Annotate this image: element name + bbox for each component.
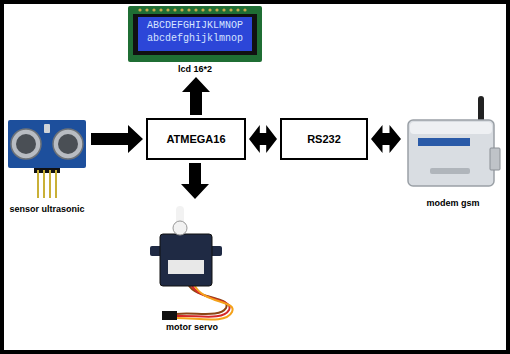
pin-hole bbox=[166, 8, 169, 11]
servo-sticker bbox=[168, 260, 204, 274]
box-text-group: RS232 bbox=[307, 133, 341, 145]
block-arrow bbox=[91, 125, 143, 153]
block-arrow bbox=[181, 163, 209, 199]
pin-hole bbox=[201, 8, 204, 11]
process-box: RS232 bbox=[280, 118, 368, 160]
lcd-module bbox=[128, 6, 262, 62]
screen-text: ABCDEFGHIJKLMNOP bbox=[128, 20, 262, 32]
servo-hub bbox=[173, 221, 187, 235]
sensor-pin bbox=[55, 170, 57, 198]
lcd-pins bbox=[138, 8, 246, 11]
sensor-pin bbox=[37, 170, 39, 198]
box-label: ATMEGA16 bbox=[166, 133, 225, 145]
lcd-board bbox=[128, 6, 262, 62]
servo-connector bbox=[162, 311, 177, 320]
servo-motor bbox=[150, 210, 233, 320]
sensor-pin bbox=[49, 170, 51, 198]
servo-node: motor servo bbox=[140, 202, 244, 332]
servo-wire bbox=[176, 284, 227, 314]
crystal bbox=[44, 124, 50, 133]
pin-hole bbox=[138, 8, 141, 11]
block-arrow bbox=[249, 125, 277, 153]
box-text-group: ATMEGA16 bbox=[166, 133, 225, 145]
pin-hole bbox=[145, 8, 148, 11]
transducer bbox=[53, 129, 83, 159]
pin-hole bbox=[180, 8, 183, 11]
block-arrow bbox=[182, 77, 210, 115]
screen-text: abcdefghijklmnop bbox=[128, 33, 262, 45]
block-arrow bbox=[371, 125, 401, 153]
caption: lcd 16*2 bbox=[128, 64, 262, 74]
pin-hole bbox=[159, 8, 162, 11]
modem-band bbox=[418, 138, 470, 146]
modem-top bbox=[410, 122, 492, 134]
modem-port bbox=[430, 168, 470, 174]
pin-hole bbox=[194, 8, 197, 11]
servo-wire bbox=[176, 284, 233, 320]
box-label: RS232 bbox=[307, 133, 341, 145]
pin-hole bbox=[187, 8, 190, 11]
process-box: ATMEGA16 bbox=[146, 118, 246, 160]
transducer bbox=[11, 129, 41, 159]
pin-hole bbox=[236, 8, 239, 11]
sensor-node: sensor ultrasonic bbox=[6, 112, 88, 214]
pin-hole bbox=[229, 8, 232, 11]
servo-wire bbox=[176, 284, 230, 317]
modem-body bbox=[408, 120, 494, 186]
sensor-board bbox=[8, 120, 86, 168]
caption: sensor ultrasonic bbox=[6, 204, 88, 214]
pin-hole bbox=[243, 8, 246, 11]
pin-hole bbox=[208, 8, 211, 11]
caption: modem gsm bbox=[404, 198, 502, 208]
modem-node: modem gsm bbox=[404, 92, 502, 208]
gsm-modem bbox=[408, 96, 500, 186]
transducer-mesh bbox=[16, 134, 36, 154]
sensor-pin bbox=[43, 170, 45, 198]
pin-hole bbox=[215, 8, 218, 11]
pin-hole bbox=[173, 8, 176, 11]
caption: motor servo bbox=[140, 322, 244, 332]
sim-card bbox=[490, 148, 500, 170]
pin-hole bbox=[222, 8, 225, 11]
pin-hole bbox=[152, 8, 155, 11]
lcd-node: ABCDEFGHIJKLMNOPabcdefghijklmnop lcd 16*2 bbox=[128, 6, 262, 74]
ultrasonic-sensor bbox=[8, 120, 86, 198]
transducer-mesh bbox=[58, 134, 78, 154]
servo-body bbox=[160, 234, 212, 286]
